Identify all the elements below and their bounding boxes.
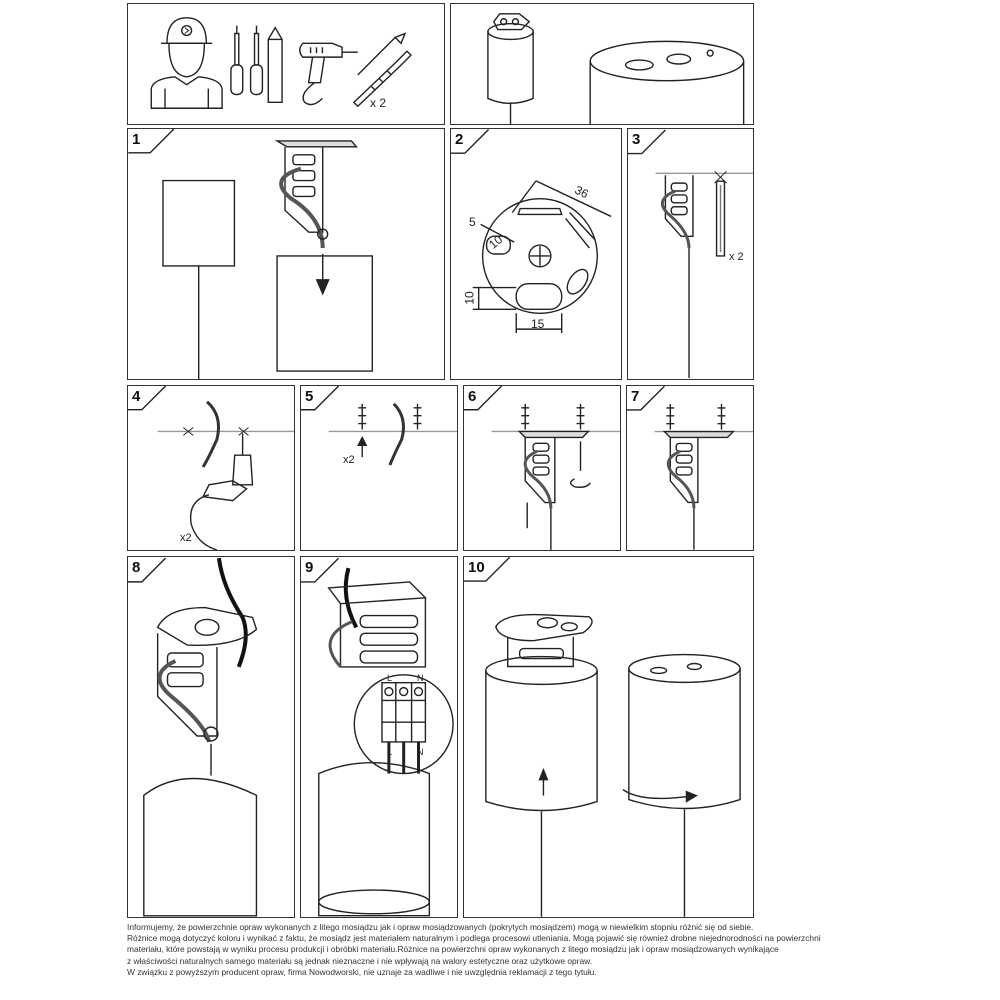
step-10-panel: 10 xyxy=(463,556,754,918)
product-panel xyxy=(450,3,754,125)
step-number: 5 xyxy=(305,388,314,405)
step-6-illustration xyxy=(464,386,620,550)
notice-line: z właściwości naturalnych samego materia… xyxy=(127,955,593,966)
step-7-illustration xyxy=(627,386,753,550)
drill-quantity: x2 xyxy=(180,532,192,544)
step-number: 3 xyxy=(632,131,641,148)
step-6-panel: 6 xyxy=(463,385,621,551)
step-number: 8 xyxy=(132,559,141,576)
step-number: 9 xyxy=(305,559,314,576)
step-5-illustration xyxy=(301,386,457,550)
wall-plug-icon xyxy=(354,34,411,107)
tools-panel: x 2 xyxy=(127,3,445,125)
terminal-label-l-bottom: L xyxy=(387,747,393,757)
step-4-illustration xyxy=(128,386,294,550)
step-number: 10 xyxy=(468,559,485,576)
dimension-15: 15 xyxy=(531,317,545,331)
terminal-label-n-top: N xyxy=(417,673,424,683)
notice-line: materiału, które powstają w wyniku proce… xyxy=(127,944,779,955)
screwdriver-icon xyxy=(231,26,262,95)
lamp-body xyxy=(590,41,743,124)
step-4-panel: 4 x2 xyxy=(127,385,295,551)
material-notice: Informujemy, że powierzchnie opraw wykon… xyxy=(127,922,867,978)
pencil-icon xyxy=(268,28,282,103)
tools-illustration xyxy=(128,4,444,124)
step-10-illustration xyxy=(464,557,753,917)
step-8-illustration xyxy=(128,557,294,917)
step-1-illustration xyxy=(128,129,444,379)
step-9-illustration xyxy=(301,557,457,917)
terminal-label-l-top: L xyxy=(387,673,393,683)
step-3-panel: 3 x 2 xyxy=(627,128,754,380)
electrician-icon xyxy=(151,18,222,108)
step-5-panel: 5 x2 xyxy=(300,385,458,551)
step-2-panel: 2 36 5 10 10 15 xyxy=(450,128,622,380)
product-illustration xyxy=(451,4,753,124)
step-number: 4 xyxy=(132,388,141,405)
step-2-dimension-drawing xyxy=(451,129,621,379)
dimension-5: 5 xyxy=(469,215,476,229)
step-number: 1 xyxy=(132,131,141,148)
dimension-10-height: 10 xyxy=(462,291,477,305)
step-number: 7 xyxy=(631,388,640,405)
step-7-panel: 7 xyxy=(626,385,754,551)
step-3-illustration xyxy=(628,129,753,379)
step-number: 2 xyxy=(455,131,464,148)
plugs-quantity: x2 xyxy=(343,454,355,466)
step-1-panel: 1 xyxy=(127,128,445,380)
step-9-panel: 9 L N L N xyxy=(300,556,458,918)
step-number: 6 xyxy=(468,388,477,405)
screws-quantity: x 2 xyxy=(729,251,744,263)
drill-icon xyxy=(300,43,358,104)
notice-line: Informujemy, że powierzchnie opraw wykon… xyxy=(127,922,754,932)
notice-line: W związku z powyższym producent opraw, f… xyxy=(127,966,597,977)
terminal-label-n-bottom: N xyxy=(417,747,424,757)
lamp-with-bracket xyxy=(488,14,533,124)
step-8-panel: 8 xyxy=(127,556,295,918)
notice-line: Różnice mogą dotyczyć koloru i wynikać z… xyxy=(127,933,821,944)
anchors-quantity: x 2 xyxy=(370,96,387,110)
